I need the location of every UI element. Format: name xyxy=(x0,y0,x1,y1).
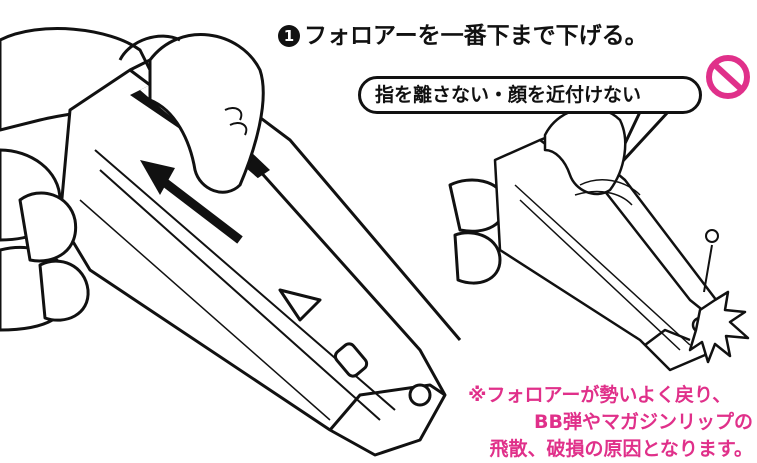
push-direction-arrow-icon xyxy=(140,160,243,244)
caution-note: ※フォロアーが勢いよく戻り、 BB弾やマガジンリップの 飛散、破損の原因となりま… xyxy=(468,382,753,463)
caution-line: BB弾やマガジンリップの xyxy=(534,411,753,433)
step-title-text: フォロアーを一番下まで下げる。 xyxy=(304,23,648,49)
prohibited-icon xyxy=(706,55,750,99)
step-number-icon: 1 xyxy=(278,25,300,47)
bb-pellet-icon xyxy=(703,229,719,293)
thumb-small xyxy=(543,106,641,206)
warning-bubble: 指を離さない・顔を近付けない xyxy=(358,76,702,114)
hand-left-fingers xyxy=(18,191,90,322)
hand-right xyxy=(448,178,507,285)
warning-text: 指を離さない・顔を近付けない xyxy=(375,84,642,106)
caution-line: ※フォロアーが勢いよく戻り、 xyxy=(468,384,732,406)
burst-icon xyxy=(688,290,750,364)
thumb xyxy=(118,33,265,194)
caution-line: 飛散、破損の原因となります。 xyxy=(489,438,753,460)
